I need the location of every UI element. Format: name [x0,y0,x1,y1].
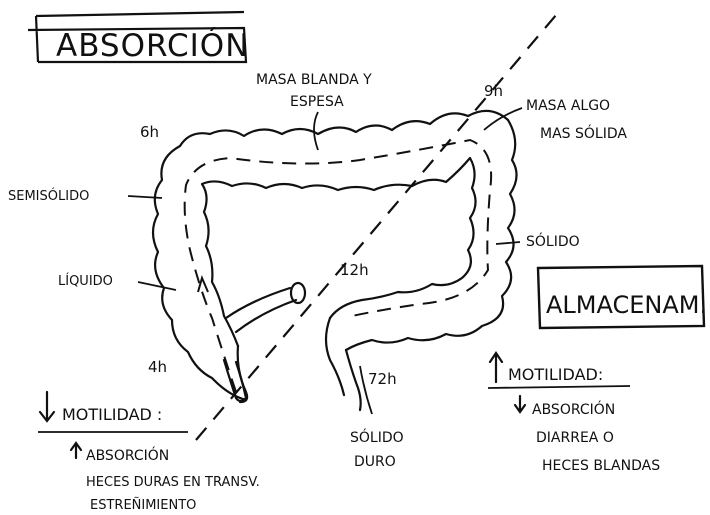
time-72h: 72h [368,370,397,388]
arrow-down-right [515,396,525,412]
label-liquido: LÍQUIDO [58,273,113,289]
label-solido-duro-2: DURO [354,454,396,470]
ileum-opening [291,283,305,303]
left-absorcion: ABSORCIÓN [86,446,169,464]
colon-inner-wall [202,158,476,346]
transit-path [185,140,491,392]
almacenam-title: ALMACENAM. [546,291,707,319]
pointer-solido [496,242,520,244]
label-solido: SÓLIDO [526,232,580,250]
absorcion-title: ABSORCIÓN [56,27,249,64]
pointer-liquido [138,282,176,290]
label-semisolido: SEMISÓLIDO [8,188,89,204]
time-12h: 12h [340,261,369,279]
colon-rectum-left [326,318,344,395]
left-motilidad: MOTILIDAD : [62,405,162,424]
pointer-masa-blanda [314,112,318,150]
label-masa-algo-1: MASA ALGO [526,98,610,114]
transit-arrow [198,278,208,292]
right-diarrea: DIARREA O [536,430,614,446]
colon-outer-wall [153,111,517,400]
right-motilidad: MOTILIDAD: [508,365,603,384]
pointer-semisolido [128,196,162,198]
label-masa-algo-2: MAS SÓLIDA [540,124,627,142]
arrow-down-left [40,392,54,421]
ileum [226,288,296,332]
label-masa-blanda-2: ESPESA [290,94,344,110]
underline-right [488,386,630,388]
time-6h: 6h [140,123,159,141]
arrow-up-left [71,443,81,458]
label-solido-duro-1: SÓLIDO [350,428,404,446]
arrow-up-right [490,353,502,382]
left-estrenimiento: ESTREÑIMIENTO [90,497,196,513]
time-9h: 9h [484,82,503,100]
label-masa-blanda-1: MASA BLANDA Y [256,72,372,88]
left-heces: HECES DURAS EN TRANSV. [86,475,260,490]
right-heces: HECES BLANDAS [542,458,660,474]
time-4h: 4h [148,358,167,376]
colon-outline [153,111,517,410]
colon-rectum-right [346,350,361,410]
right-absorcion: ABSORCIÓN [532,400,615,418]
